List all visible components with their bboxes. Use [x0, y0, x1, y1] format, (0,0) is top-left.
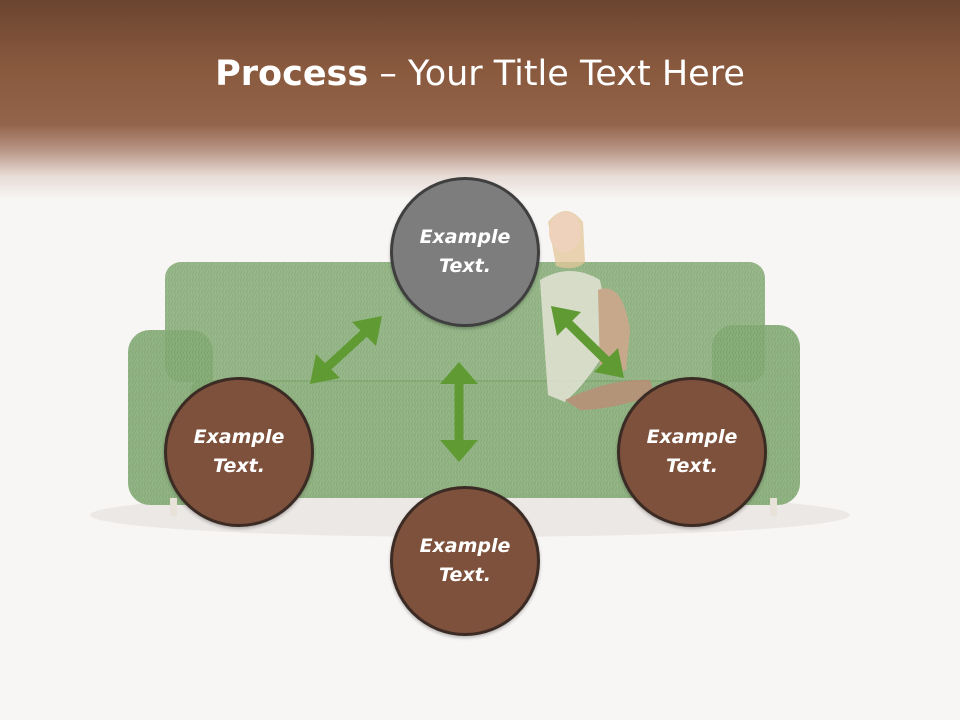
node-text-line1: Example: [419, 226, 511, 248]
process-node-right: Example Text.: [617, 377, 767, 527]
double-arrow-icon: [310, 316, 382, 384]
title-bold: Process: [215, 54, 369, 94]
node-text-line2: Text.: [439, 255, 491, 277]
node-text-line1: Example: [419, 535, 511, 557]
double-arrow-icon: [551, 306, 624, 378]
node-text-line1: Example: [646, 426, 738, 448]
node-text-line2: Text.: [439, 564, 491, 586]
node-text-line2: Text.: [213, 455, 265, 477]
process-node-left: Example Text.: [164, 377, 314, 527]
header-band: [0, 0, 960, 200]
process-node-top: Example Text.: [390, 177, 540, 327]
title-rest: – Your Title Text Here: [368, 54, 745, 94]
process-node-bottom: Example Text.: [390, 486, 540, 636]
node-text-line2: Text.: [666, 455, 718, 477]
double-arrow-icon: [440, 362, 478, 462]
slide-title: Process – Your Title Text Here: [0, 50, 960, 98]
node-text-line1: Example: [193, 426, 285, 448]
